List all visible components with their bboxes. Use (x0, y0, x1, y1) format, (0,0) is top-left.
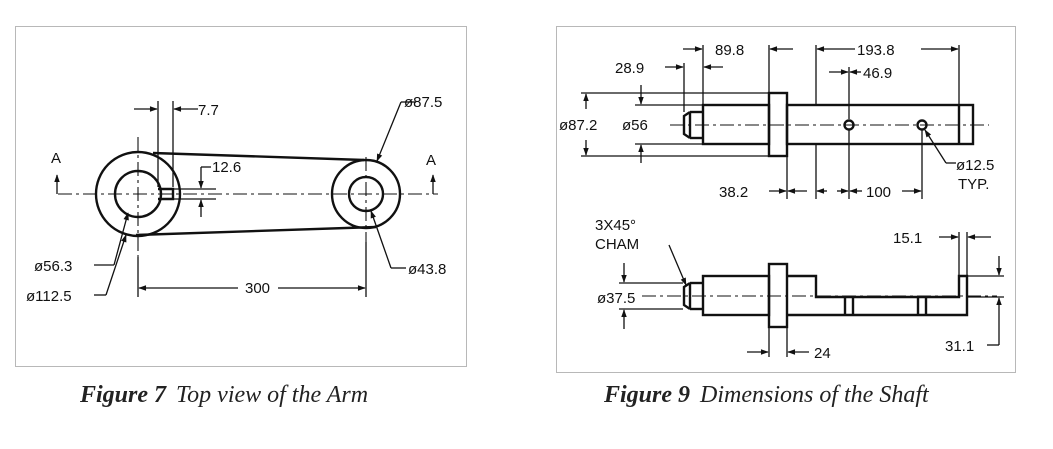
figure-9-panel: 89.8 28.9 193.8 46.9 ø87.2 ø56 38.2 (556, 26, 1016, 373)
dim-7-7: 7.7 (198, 102, 219, 119)
shaft-dimensions-drawing: 89.8 28.9 193.8 46.9 ø87.2 ø56 38.2 (559, 42, 1004, 362)
dim-46-9: 46.9 (863, 65, 892, 82)
section-label-left: A (51, 150, 61, 167)
figure-7-title: Top view of the Arm (176, 382, 369, 408)
dim-43-8: ø43.8 (408, 261, 446, 278)
dim-chamfer-line-1: 3X45° (595, 217, 636, 234)
dim-38-2: 38.2 (719, 184, 748, 201)
dim-28-9: 28.9 (615, 60, 644, 77)
shaft-top-view (682, 91, 975, 158)
dim-89-8: 89.8 (715, 42, 744, 59)
dim-100: 100 (866, 184, 891, 201)
dim-24: 24 (814, 345, 831, 362)
dim-87-5: ø87.5 (404, 94, 442, 111)
dim-31-1: 31.1 (945, 338, 974, 355)
dim-12-6: 12.6 (212, 159, 241, 176)
dim-15-1: 15.1 (893, 230, 922, 247)
label-typ: TYP. (958, 176, 989, 193)
dim-chamfer-line-2: CHAM (595, 236, 639, 253)
arm-body (94, 150, 402, 238)
dim-87-2: ø87.2 (559, 117, 597, 134)
dim-193-8: 193.8 (857, 42, 895, 59)
figure-9-caption: Figure 9 Dimensions of the Shaft (604, 382, 929, 409)
figure-9-number: Figure 9 (604, 382, 691, 408)
figure-7-caption: Figure 7 Top view of the Arm (80, 382, 368, 409)
dim-112-5: ø112.5 (26, 288, 72, 305)
dim-56-3: ø56.3 (34, 258, 72, 275)
shaft-side-view (682, 262, 969, 329)
section-label-right: A (426, 152, 436, 169)
arm-top-view-drawing: A A 7.7 12.6 ø87.5 (26, 94, 446, 305)
dim-56: ø56 (622, 117, 648, 134)
figure-7-number: Figure 7 (80, 382, 167, 408)
figure-7-panel: A A 7.7 12.6 ø87.5 (15, 26, 467, 367)
dim-300: 300 (245, 280, 270, 297)
dim-37-5: ø37.5 (597, 290, 635, 307)
figure-9-title: Dimensions of the Shaft (700, 382, 929, 408)
dim-12-5: ø12.5 (956, 157, 994, 174)
